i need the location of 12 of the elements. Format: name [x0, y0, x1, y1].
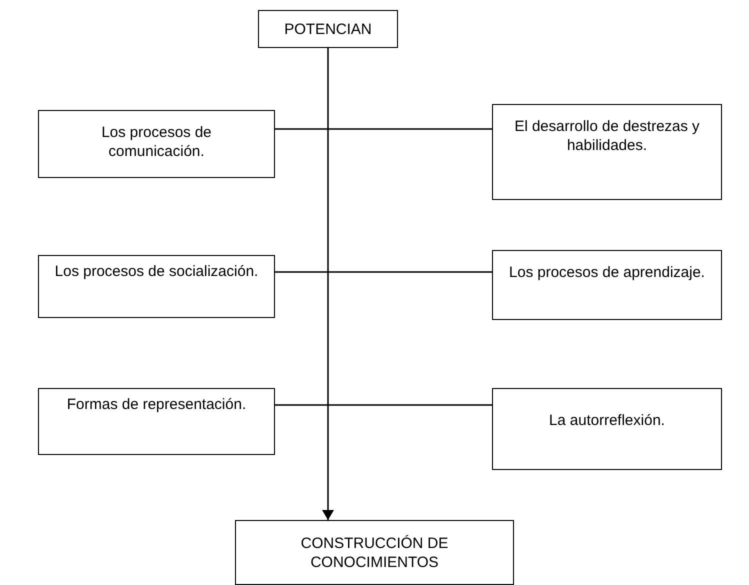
text-box: Los procesos de aprendizaje.: [492, 250, 722, 320]
arrow: [322, 48, 334, 520]
connector-line: [275, 404, 492, 406]
text-box: La autorreflexión.: [492, 388, 722, 470]
text-box: Los procesos de comunicación.: [38, 110, 275, 178]
connector-line: [275, 271, 492, 273]
text-box: Los procesos de socialización.: [38, 255, 275, 318]
text-box: POTENCIAN: [258, 10, 398, 48]
text-box: Formas de representación.: [38, 388, 275, 455]
connector-line: [275, 128, 492, 130]
text-box: CONSTRUCCIÓN DE CONOCIMIENTOS: [235, 520, 514, 585]
text-box: El desarrollo de destrezas y habilidades.: [492, 104, 722, 200]
